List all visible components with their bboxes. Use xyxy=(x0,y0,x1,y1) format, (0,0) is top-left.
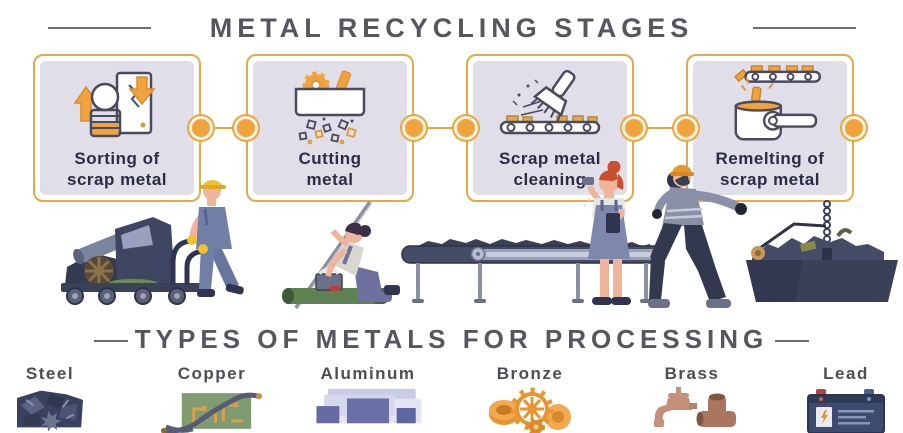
steel-scrap-icon xyxy=(17,390,83,432)
metal-item-brass: Brass xyxy=(646,364,738,433)
title-rule-left xyxy=(48,27,151,29)
worker-cleaning-illustration xyxy=(583,161,631,305)
melting-pot-icon xyxy=(715,65,825,148)
metals-section-title: TYPES OF METALS FOR PROCESSING xyxy=(134,324,769,354)
brush-conveyor-icon xyxy=(495,68,605,148)
lead-battery-icon xyxy=(807,389,885,433)
metal-item-aluminum: Aluminum xyxy=(314,364,422,433)
stage-label-sorting: Sorting of scrap metal xyxy=(67,149,167,190)
bronze-gears-icon xyxy=(489,387,571,433)
stage-connector-line xyxy=(201,127,246,129)
stage-label-cutting: Cutting metal xyxy=(299,149,362,190)
stage-card-sorting: Sorting of scrap metal xyxy=(33,54,201,202)
stage-label-line: Cutting xyxy=(298,149,362,168)
shredder-icon xyxy=(280,68,380,148)
stage-connector-dot xyxy=(189,116,213,140)
metal-label: Bronze xyxy=(496,364,564,383)
stage-connector-dot xyxy=(622,116,646,140)
stage-connector-dot xyxy=(402,116,426,140)
stage-connector-dot xyxy=(454,116,478,140)
worker-cutting-illustration xyxy=(282,200,400,310)
stage-label-line: scrap metal xyxy=(719,169,820,189)
metal-label: Brass xyxy=(664,364,720,383)
metal-label: Copper xyxy=(177,364,247,383)
metal-item-lead: Lead xyxy=(806,364,886,433)
stage-label-remelting: Remelting of scrap metal xyxy=(716,149,825,190)
stage-label-line: Sorting of xyxy=(74,149,160,168)
stage-connector-line xyxy=(634,127,686,129)
stage-label-line: scrap metal xyxy=(67,169,167,189)
brass-faucet-icon xyxy=(654,387,736,427)
stage-connector-dot xyxy=(234,116,258,140)
scrap-container-illustration xyxy=(746,200,898,302)
stage-card-cleaning: Scrap metal cleaning xyxy=(466,54,634,202)
stage-card-cutting-panel: Cutting metal xyxy=(253,61,407,195)
page-title: METAL RECYCLING STAGES xyxy=(209,13,694,43)
metal-item-copper: Copper xyxy=(160,364,264,433)
metal-label: Steel xyxy=(25,364,75,383)
stage-connector-dot xyxy=(674,116,698,140)
stage-card-remelting-panel: Remelting of scrap metal xyxy=(693,61,847,195)
stage-label-line: Remelting of xyxy=(715,149,825,168)
stage-label-line: metal xyxy=(306,169,354,189)
stage-connector-dot xyxy=(842,116,866,140)
stage-label-line: Scrap metal xyxy=(499,149,601,168)
title-rule-right xyxy=(753,27,856,29)
worker-pushing-cart-illustration xyxy=(61,179,244,305)
worker-pulling-scrap-illustration xyxy=(648,164,747,308)
stage-card-cutting: Cutting metal xyxy=(246,54,414,202)
copper-board-wire-icon xyxy=(160,392,263,433)
section-rule-left xyxy=(94,340,128,342)
metal-label: Lead xyxy=(823,364,869,383)
metal-item-steel: Steel xyxy=(13,364,87,433)
stage-card-cleaning-panel: Scrap metal cleaning xyxy=(473,61,627,195)
sorting-magnet-icon xyxy=(67,68,167,148)
metal-item-bronze: Bronze xyxy=(484,364,576,433)
stage-connector-line xyxy=(414,127,466,129)
section-rule-right xyxy=(775,340,809,342)
stage-card-sorting-panel: Sorting of scrap metal xyxy=(40,61,194,195)
metal-label: Aluminum xyxy=(320,364,416,383)
stage-label-line: cleaning xyxy=(513,169,587,189)
stage-label-cleaning: Scrap metal cleaning xyxy=(499,149,601,190)
aluminum-ingots-icon xyxy=(316,388,422,424)
